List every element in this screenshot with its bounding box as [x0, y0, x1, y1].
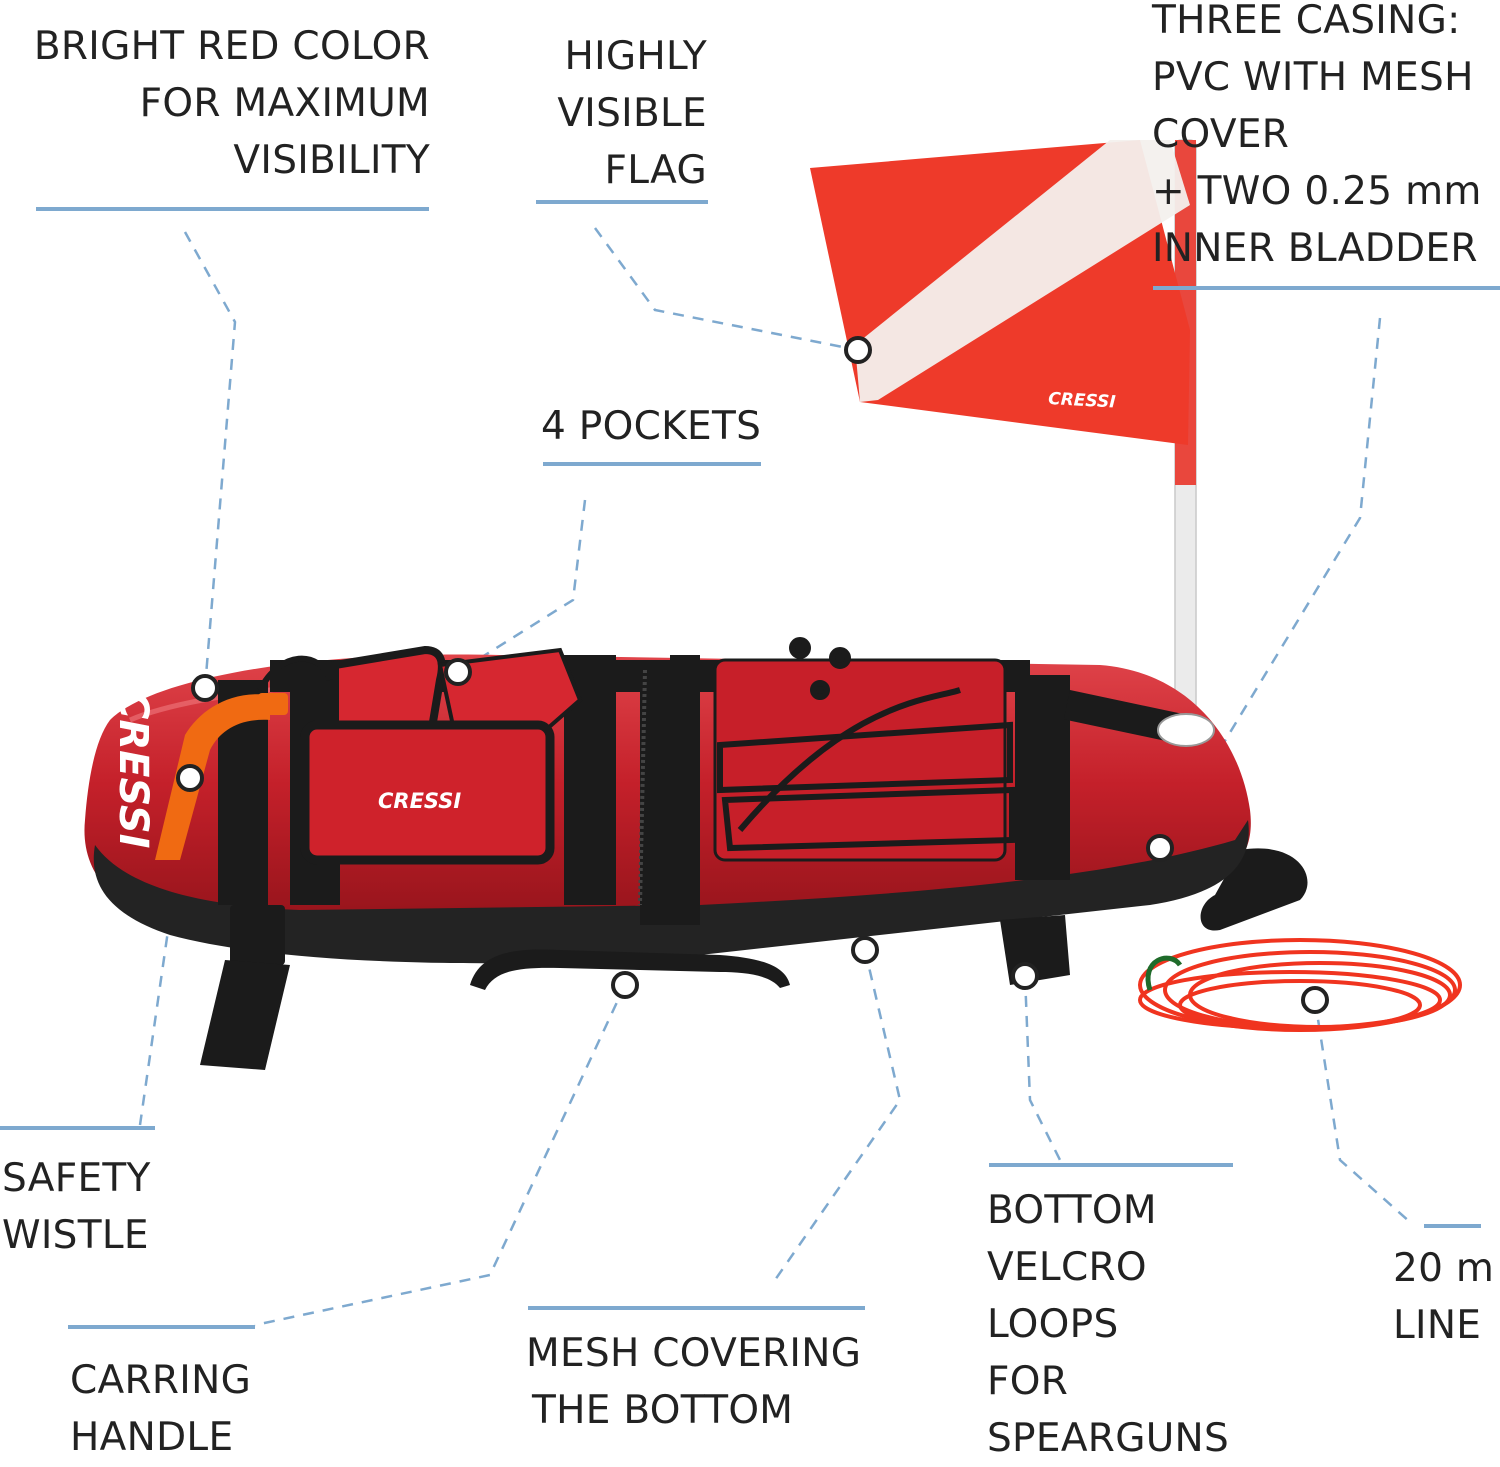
callout-velcro-line-4: FOR: [987, 1359, 1069, 1404]
callout-whistle-line-2: WISTLE: [2, 1213, 149, 1258]
callout-color: BRIGHT RED COLOR FOR MAXIMUM VISIBILITY: [20, 18, 430, 189]
rule-flag: [536, 200, 708, 204]
rule-casing: [1153, 286, 1500, 290]
marker-handle: [611, 971, 639, 999]
rule-line: [1424, 1224, 1481, 1228]
whistle: [155, 693, 288, 860]
callout-casing-line-4: + TWO 0.25 mm: [1152, 169, 1482, 214]
dive-flag: CRESSI: [810, 140, 1190, 445]
callout-velcro: BOTTOM VELCRO LOOPS FOR SPEARGUNS: [987, 1182, 1247, 1467]
callout-casing: THREE CASING: PVC WITH MESH COVER + TWO …: [1152, 0, 1497, 277]
callout-mesh: MESH COVERING THE BOTTOM: [526, 1325, 876, 1439]
pocket-logo: CRESSI: [378, 789, 461, 813]
callout-line-line-1: 20 m: [1393, 1246, 1495, 1291]
rope-line: [1138, 938, 1462, 1032]
rule-velcro: [989, 1163, 1233, 1167]
callout-flag: HIGHLY VISIBLE FLAG: [520, 28, 707, 199]
marker-color: [191, 674, 219, 702]
callout-casing-line-2: PVC WITH MESH: [1152, 55, 1474, 100]
marker-line: [1301, 986, 1329, 1014]
callout-whistle-line-1: SAFETY: [2, 1156, 151, 1201]
marker-flag: [844, 336, 872, 364]
callout-line-line-2: LINE: [1393, 1303, 1482, 1348]
flag-logo: CRESSI: [1048, 389, 1116, 412]
rule-handle: [68, 1325, 255, 1329]
leader-pockets: [457, 499, 587, 674]
rule-whistle: [0, 1126, 155, 1130]
callout-velcro-line-2: VELCRO: [987, 1245, 1147, 1290]
callout-pockets: 4 POCKETS: [541, 398, 771, 455]
callout-color-line-2: FOR MAXIMUM: [139, 81, 430, 126]
marker-whistle: [176, 764, 204, 792]
leader-handle: [254, 984, 627, 1327]
leader-velcro: [1023, 975, 1062, 1161]
callout-velcro-line-1: BOTTOM: [987, 1188, 1157, 1233]
leader-color: [183, 231, 237, 689]
callout-handle-line-1: CARRING: [70, 1358, 252, 1403]
mesh-bottom: [93, 820, 1249, 964]
callout-color-line-3: VISIBILITY: [233, 138, 430, 183]
leader-mesh: [773, 949, 902, 1281]
carrying-handle: [470, 949, 790, 990]
bungee-cords: [257, 637, 1015, 852]
leader-flag: [593, 227, 859, 352]
pockets: CRESSI: [300, 645, 1007, 865]
marker-pockets: [444, 658, 472, 686]
callout-handle-line-2: HANDLE: [70, 1415, 234, 1460]
callout-flag-line-2: VISIBLE: [557, 91, 707, 136]
callout-casing-line-1: THREE CASING:: [1152, 0, 1461, 43]
callout-velcro-line-5: SPEARGUNS: [987, 1416, 1230, 1461]
callout-mesh-line-1: MESH COVERING: [526, 1331, 862, 1376]
leader-line: [1313, 999, 1411, 1223]
callout-whistle: SAFETY WISTLE: [2, 1150, 172, 1264]
leader-casing: [1158, 317, 1382, 849]
marker-casing: [1146, 834, 1174, 862]
marker-velcro: [1011, 962, 1039, 990]
callout-markers: [176, 336, 1329, 1014]
rule-pockets: [543, 462, 761, 466]
callout-color-line-1: BRIGHT RED COLOR: [33, 24, 430, 69]
side-logo: CRESSI: [110, 690, 156, 849]
rule-mesh: [528, 1306, 865, 1310]
callout-casing-line-5: INNER BLADDER: [1152, 226, 1478, 271]
callout-casing-line-3: COVER: [1152, 112, 1290, 157]
callout-flag-line-3: FLAG: [604, 148, 707, 193]
rule-color: [36, 207, 429, 211]
callout-flag-line-1: HIGHLY: [564, 34, 707, 79]
marker-mesh: [851, 936, 879, 964]
callout-handle: CARRING HANDLE: [70, 1352, 270, 1466]
callout-line: 20 m LINE: [1393, 1240, 1498, 1354]
right-loop-strap: [1200, 848, 1308, 931]
velcro-loops: [200, 905, 1070, 1070]
callout-mesh-line-2: THE BOTTOM: [532, 1388, 794, 1433]
pole-socket: [1157, 713, 1215, 747]
callout-pockets-line-1: 4 POCKETS: [541, 404, 762, 449]
leader-lines: [138, 227, 1411, 1327]
callout-velcro-line-3: LOOPS: [987, 1302, 1119, 1347]
